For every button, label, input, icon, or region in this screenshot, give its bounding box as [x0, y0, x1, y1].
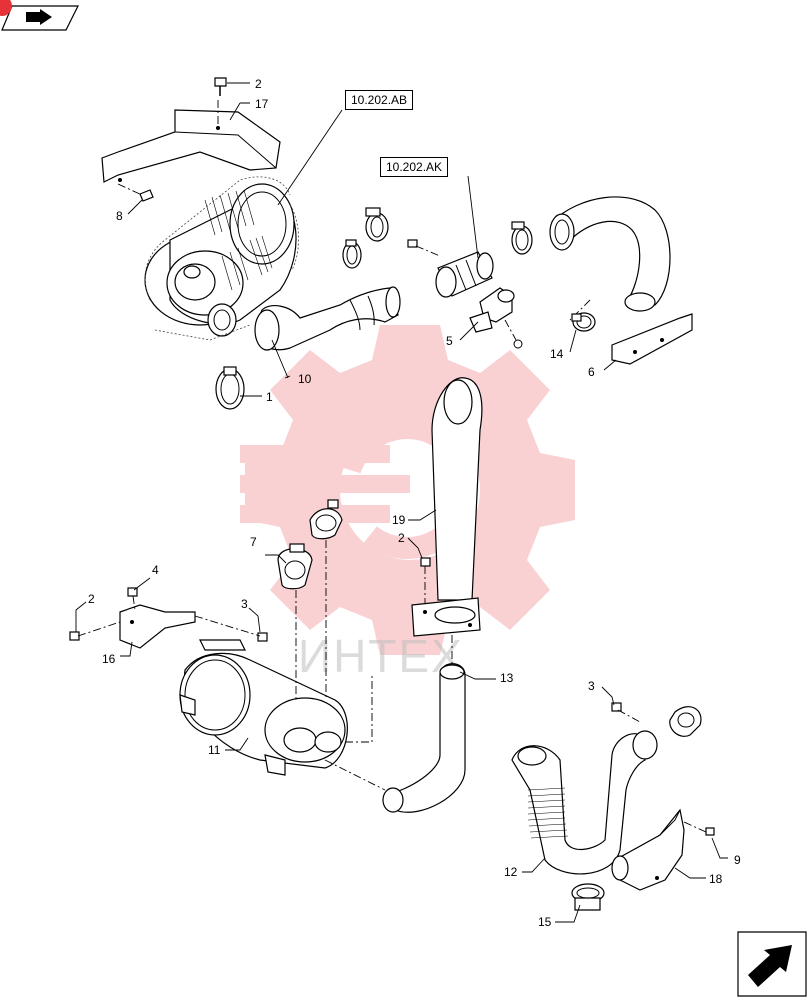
- callout-2-bracket: 2: [88, 592, 95, 606]
- hose-clamp: [342, 239, 362, 269]
- page-nav-arrow-icon[interactable]: [0, 0, 79, 31]
- intake-coupler: [407, 239, 494, 298]
- next-page-arrow-icon[interactable]: [737, 931, 807, 997]
- callout-12: 12: [504, 865, 518, 879]
- callout-1: 1: [266, 390, 273, 404]
- callout-3-right: 3: [588, 679, 595, 693]
- callout-18: 18: [709, 872, 723, 886]
- intake-elbow-hose: [549, 196, 671, 321]
- u-bolt-clamp: [295, 499, 343, 700]
- reference-box-intake[interactable]: 10.202.AK: [380, 157, 449, 177]
- intake-hose: [254, 286, 401, 351]
- callout-9: 9: [734, 853, 741, 867]
- tailpipe-18: [611, 808, 715, 891]
- u-bolt-clamp: [277, 543, 313, 590]
- callout-labels: 2 17 8 1 10 5 14 6 19 2 7 4 2 3 16 13 11…: [88, 77, 741, 929]
- exhaust-stack: [411, 377, 483, 637]
- flange-gasket: [611, 702, 702, 737]
- callout-5: 5: [446, 334, 453, 348]
- bolt: [420, 557, 431, 604]
- callout-19: 19: [392, 513, 406, 527]
- watermark-gear-logo: [240, 325, 575, 655]
- leader-lines: [75, 82, 728, 923]
- callout-16: 16: [102, 652, 116, 666]
- exhaust-pipe-13: [382, 635, 466, 813]
- callout-2-stack: 2: [398, 531, 405, 545]
- callout-3: 3: [241, 597, 248, 611]
- hose-clamp: [511, 221, 533, 255]
- callout-8: 8: [116, 209, 123, 223]
- hose-clamp: [571, 312, 596, 332]
- watermark-text: ИНТЕХ: [298, 630, 464, 682]
- reference-box-air-filter[interactable]: 10.202.AB: [345, 90, 414, 110]
- callout-6: 6: [588, 365, 595, 379]
- exhaust-pipe-12: [511, 730, 658, 875]
- sensor-fitting-5: [469, 287, 523, 349]
- callout-17: 17: [255, 97, 269, 111]
- bracket-16: [119, 604, 196, 649]
- callout-7: 7: [250, 535, 257, 549]
- hose-clamp: [365, 207, 389, 242]
- callout-4: 4: [152, 563, 159, 577]
- muffler: [179, 639, 386, 791]
- hose-clamp: [215, 366, 245, 410]
- callout-11: 11: [208, 743, 221, 757]
- callout-14: 14: [550, 347, 564, 361]
- band-clamp: [571, 883, 605, 911]
- callout-15: 15: [538, 915, 552, 929]
- bolt: [69, 587, 268, 642]
- callout-2: 2: [255, 77, 262, 91]
- bracket-6: [611, 313, 693, 365]
- callout-10: 10: [298, 372, 312, 386]
- callout-13: 13: [500, 671, 514, 685]
- air-filter-assembly: [101, 77, 299, 341]
